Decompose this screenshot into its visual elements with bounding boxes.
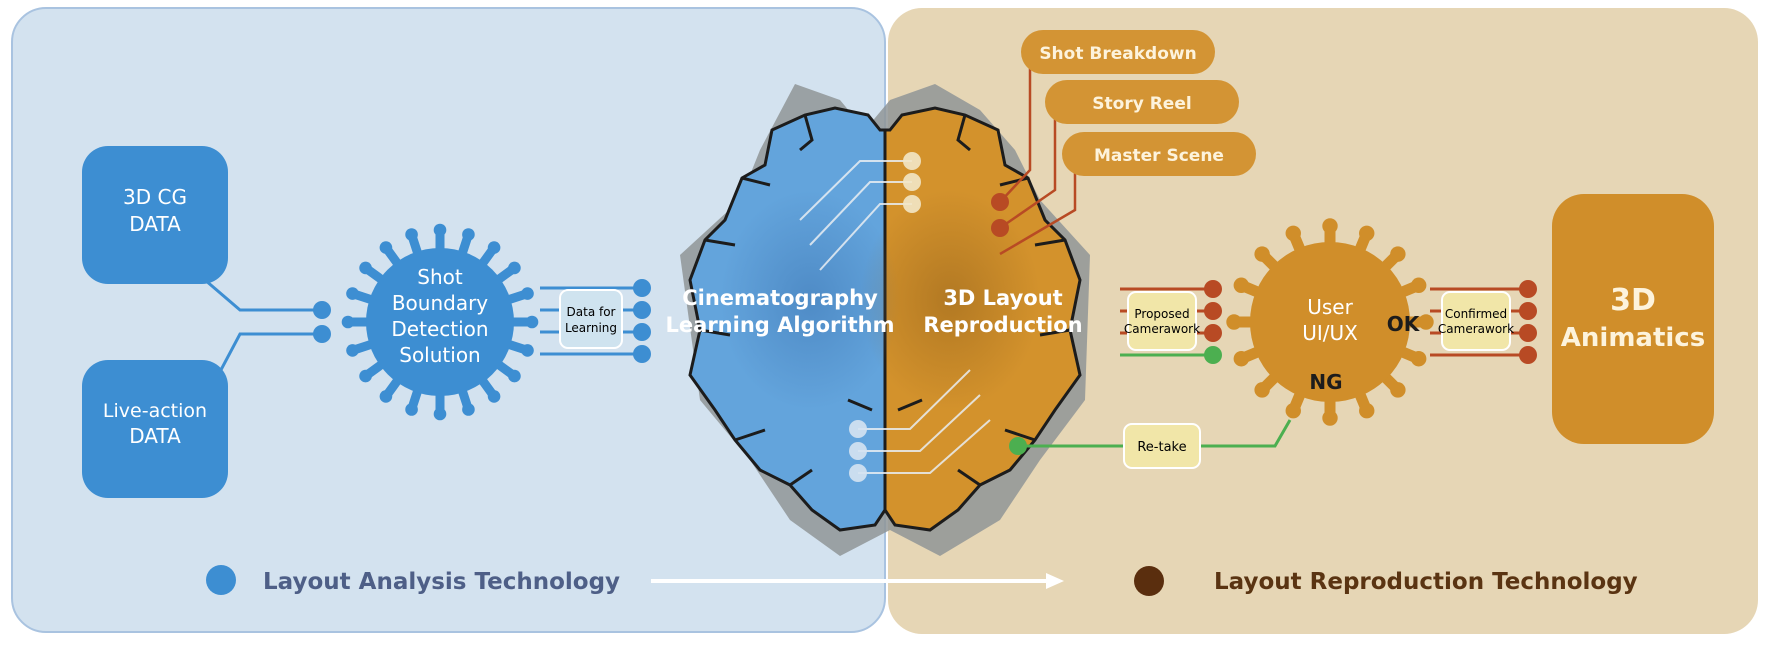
gear-tooth-tip bbox=[346, 287, 359, 300]
gear-tooth-tip bbox=[487, 241, 501, 254]
gear-tooth-tip bbox=[405, 228, 418, 241]
gear-tooth-tip bbox=[1226, 314, 1242, 330]
gear-tooth-tip bbox=[521, 344, 534, 357]
gear-tooth-tip bbox=[1359, 225, 1375, 242]
brain-internal-lines bbox=[799, 160, 991, 474]
gear-tooth-tip bbox=[1322, 218, 1338, 234]
gear-tooth-tip bbox=[1410, 277, 1427, 293]
gear-tooth-tip bbox=[462, 403, 475, 416]
ng-label: NG bbox=[1309, 370, 1342, 394]
animatics-box bbox=[1552, 194, 1714, 444]
gear-tooth-tip bbox=[487, 390, 501, 403]
gear-tooth-tip bbox=[359, 369, 372, 383]
user-label-1: User bbox=[1307, 295, 1353, 319]
retake-label: Re-take bbox=[1137, 440, 1186, 455]
legend-right-label: Layout Reproduction Technology bbox=[1214, 569, 1638, 595]
gear-tooth-tip bbox=[1254, 246, 1270, 262]
retake-line bbox=[1018, 419, 1292, 448]
data-for-learning-label-1: Data for bbox=[567, 305, 616, 319]
gear-tooth-tip bbox=[1418, 314, 1434, 330]
gear-tooth-tip bbox=[521, 287, 534, 300]
gear-tooth-tip bbox=[1233, 277, 1250, 293]
data-for-learning-badge bbox=[559, 289, 623, 349]
gear-tooth-tip bbox=[1322, 410, 1338, 426]
brain-internal-dots bbox=[849, 152, 921, 482]
gear-body bbox=[366, 248, 514, 396]
gear-tooth-tip bbox=[433, 223, 447, 237]
data-for-learning-label-2: Learning bbox=[565, 321, 617, 335]
gear-tooth-tip bbox=[346, 344, 359, 357]
output-dots bbox=[991, 193, 1009, 237]
proposed-badge bbox=[1127, 291, 1197, 351]
cg-data-box bbox=[82, 146, 228, 284]
proposed-label-1: Proposed bbox=[1134, 307, 1189, 321]
live-action-label-2: DATA bbox=[129, 424, 181, 448]
gear-tooth-tip bbox=[359, 261, 372, 275]
gear-tooth-tip bbox=[1390, 246, 1406, 262]
proposed-dots bbox=[1204, 280, 1222, 364]
confirmed-label-1: Confirmed bbox=[1445, 307, 1507, 321]
learning-dots bbox=[633, 279, 651, 363]
output-story-reel-pill bbox=[1045, 80, 1239, 124]
gear-tooth-tip bbox=[1359, 402, 1375, 419]
brain-left-label-2: Learning Algorithm bbox=[666, 313, 895, 337]
brain-ghost-right bbox=[860, 190, 1040, 410]
legend-left-dot bbox=[206, 565, 236, 595]
gear-tooth-tip bbox=[508, 261, 521, 275]
live-action-data-box bbox=[82, 360, 228, 498]
shot-detection-gear bbox=[341, 223, 539, 421]
gear-tooth-tip bbox=[1390, 382, 1406, 398]
connector-dot bbox=[313, 301, 331, 319]
gear-tooth-tip bbox=[1410, 351, 1427, 367]
gear-tooth-tip bbox=[525, 315, 539, 329]
animatics-label-2: Animatics bbox=[1561, 323, 1705, 353]
gear-tooth-tip bbox=[341, 315, 355, 329]
gear-tooth-tip bbox=[433, 407, 447, 421]
brain-right-label-2: Reproduction bbox=[923, 313, 1082, 337]
output-master-scene-label: Master Scene bbox=[1094, 146, 1224, 166]
shot-detection-label-1: Shot bbox=[417, 265, 463, 289]
confirmed-dots bbox=[1519, 280, 1537, 364]
gear-tooth-tip bbox=[462, 228, 475, 241]
brain-right-label-1: 3D Layout bbox=[943, 286, 1062, 310]
shot-detection-label-4: Solution bbox=[399, 343, 480, 367]
retake-dot bbox=[1009, 437, 1027, 455]
brain-left-label-1: Cinematography bbox=[682, 286, 878, 310]
user-gear bbox=[1226, 218, 1434, 426]
live-action-label-1: Live-action bbox=[103, 400, 207, 422]
connector-dot bbox=[313, 325, 331, 343]
gear-tooth-tip bbox=[1233, 351, 1250, 367]
shot-detection-label-2: Boundary bbox=[392, 291, 488, 315]
gear-body bbox=[1250, 242, 1410, 402]
output-master-scene-pill bbox=[1062, 132, 1256, 176]
gear-tooth-tip bbox=[1285, 225, 1301, 242]
confirmed-label-2: Camerawork bbox=[1438, 322, 1514, 336]
legend-left-label: Layout Analysis Technology bbox=[263, 569, 620, 595]
gear-tooth-tip bbox=[405, 403, 418, 416]
gear-tooth-tip bbox=[1285, 402, 1301, 419]
retake-badge bbox=[1123, 423, 1201, 469]
gear-tooth-tip bbox=[1254, 382, 1270, 398]
gear-tooth-tip bbox=[508, 369, 521, 383]
cg-data-label-2: DATA bbox=[129, 212, 181, 236]
cg-data-label-1: 3D CG bbox=[123, 185, 187, 209]
proposed-label-2: Camerawork bbox=[1124, 322, 1200, 336]
confirmed-badge bbox=[1441, 291, 1511, 351]
legend-right-dot bbox=[1134, 566, 1164, 596]
gear-tooth-tip bbox=[379, 390, 393, 403]
gear-tooth-tip bbox=[379, 241, 393, 254]
ok-label: OK bbox=[1387, 312, 1421, 336]
shot-detection-label-3: Detection bbox=[391, 317, 488, 341]
output-shot-breakdown-pill bbox=[1021, 30, 1215, 74]
brain-ghost-left bbox=[720, 190, 900, 410]
output-shot-breakdown-label: Shot Breakdown bbox=[1039, 44, 1196, 64]
animatics-label-1: 3D bbox=[1610, 283, 1656, 318]
legend-arrow bbox=[651, 573, 1064, 589]
output-story-reel-label: Story Reel bbox=[1092, 94, 1191, 114]
user-label-2: UI/UX bbox=[1302, 321, 1358, 345]
